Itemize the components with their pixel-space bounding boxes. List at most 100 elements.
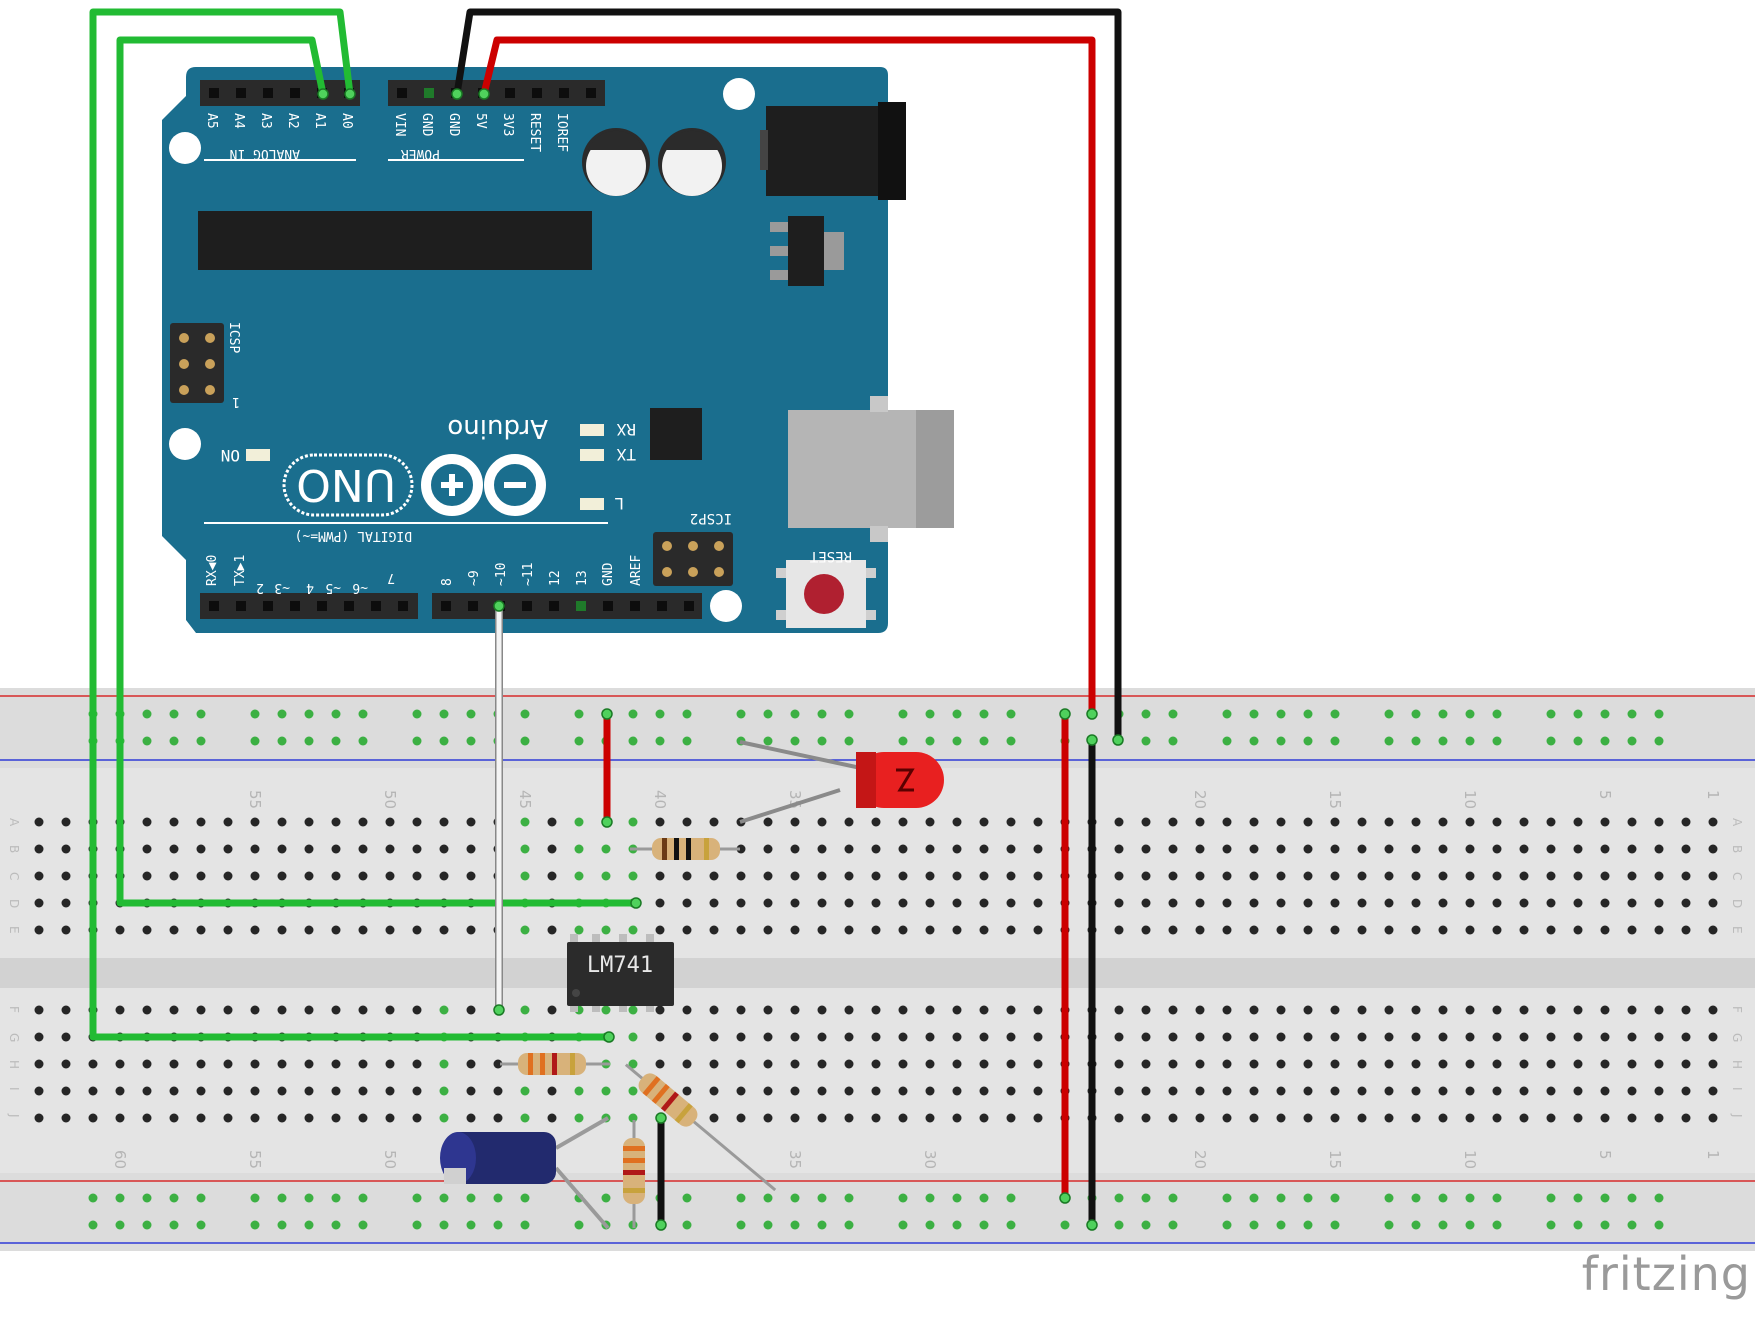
breadboard-hole	[1357, 817, 1367, 827]
breadboard-hole	[925, 1220, 935, 1230]
wire-endpoint[interactable]	[1112, 734, 1124, 746]
breadboard-hole	[1006, 1032, 1016, 1042]
breadboard-hole	[1168, 1220, 1178, 1230]
breadboard-hole	[979, 1113, 989, 1123]
header-pin[interactable]	[236, 601, 246, 611]
breadboard-hole	[790, 898, 800, 908]
breadboard-hole	[466, 736, 476, 746]
wire-endpoint[interactable]	[344, 88, 356, 100]
header-pin[interactable]	[290, 88, 300, 98]
wire-endpoint[interactable]	[493, 1004, 505, 1016]
header-pin[interactable]	[236, 88, 246, 98]
breadboard-hole	[1654, 709, 1664, 719]
breadboard-hole	[574, 871, 584, 881]
header-pin[interactable]	[209, 601, 219, 611]
breadboard-hole	[142, 1086, 152, 1096]
wire-endpoint[interactable]	[478, 88, 490, 100]
wire-endpoint[interactable]	[317, 88, 329, 100]
header-pin[interactable]	[344, 601, 354, 611]
breadboard-hole	[736, 844, 746, 854]
wire-endpoint[interactable]	[601, 816, 613, 828]
breadboard-hole	[682, 1005, 692, 1015]
breadboard-hole	[169, 1220, 179, 1230]
header-pin[interactable]	[522, 601, 532, 611]
header-pin[interactable]	[317, 601, 327, 611]
arduino-uno: A5 A4 A3 A2 A1 A0 ANALOG IN VIN GND GND …	[162, 67, 954, 633]
header-pin[interactable]	[468, 601, 478, 611]
wire-endpoint[interactable]	[1086, 734, 1098, 746]
breadboard-hole	[844, 709, 854, 719]
wire-endpoint[interactable]	[655, 1219, 667, 1231]
wire-endpoint[interactable]	[1059, 1192, 1071, 1204]
pin-label: ~10	[494, 563, 509, 586]
breadboard-hole	[1546, 1220, 1556, 1230]
header-pin[interactable]	[371, 601, 381, 611]
header-pin[interactable]	[603, 601, 613, 611]
breadboard-hole	[1600, 1005, 1610, 1015]
wire-endpoint[interactable]	[1059, 708, 1071, 720]
breadboard-hole	[1006, 925, 1016, 935]
pin-label: GND	[601, 562, 616, 586]
header-pin[interactable]	[290, 601, 300, 611]
breadboard-hole	[952, 736, 962, 746]
analog-in-label: ANALOG IN	[230, 146, 300, 161]
header-pin[interactable]	[684, 601, 694, 611]
breadboard-hole	[1384, 898, 1394, 908]
breadboard-hole	[142, 871, 152, 881]
breadboard-hole	[115, 1220, 125, 1230]
icsp2-pin	[662, 567, 672, 577]
header-pin[interactable]	[397, 88, 407, 98]
breadboard-hole	[250, 736, 260, 746]
breadboard-hole	[547, 817, 557, 827]
header-pin[interactable]	[209, 88, 219, 98]
breadboard-hole	[925, 1086, 935, 1096]
wire-endpoint[interactable]	[601, 708, 613, 720]
breadboard-hole	[574, 817, 584, 827]
breadboard-hole	[1465, 1086, 1475, 1096]
breadboard-hole	[952, 844, 962, 854]
wire-endpoint[interactable]	[493, 600, 505, 612]
header-pin[interactable]	[549, 601, 559, 611]
wire-endpoint[interactable]	[655, 1112, 667, 1124]
header-pin[interactable]	[532, 88, 542, 98]
breadboard-hole	[115, 1113, 125, 1123]
breadboard-hole	[61, 1032, 71, 1042]
mounting-hole	[169, 132, 201, 164]
header-pin[interactable]	[263, 88, 273, 98]
breadboard-hole	[1573, 817, 1583, 827]
reset-cap[interactable]	[804, 574, 844, 614]
breadboard-hole	[1033, 1032, 1043, 1042]
breadboard-hole	[520, 1193, 530, 1203]
wire-endpoint[interactable]	[603, 1031, 615, 1043]
breadboard-hole	[142, 1005, 152, 1015]
header-pin[interactable]	[559, 88, 569, 98]
breadboard-hole	[790, 871, 800, 881]
breadboard-hole	[88, 1193, 98, 1203]
header-pin[interactable]	[398, 601, 408, 611]
header-pin[interactable]	[630, 601, 640, 611]
breadboard-hole	[1519, 925, 1529, 935]
reset-button[interactable]: RESET	[776, 548, 876, 628]
pin-label: ~6	[352, 580, 368, 595]
header-pin[interactable]	[586, 88, 596, 98]
breadboard-hole	[1195, 898, 1205, 908]
breadboard-hole	[601, 1005, 611, 1015]
wire-endpoint[interactable]	[1086, 1219, 1098, 1231]
header-pin[interactable]	[263, 601, 273, 611]
header-pin[interactable]	[424, 88, 434, 98]
breadboard-hole	[1168, 709, 1178, 719]
header-pin[interactable]	[576, 601, 586, 611]
col-num: 50	[381, 1150, 399, 1169]
wire-endpoint[interactable]	[1086, 708, 1098, 720]
breadboard-hole	[493, 1086, 503, 1096]
breadboard-hole	[1600, 1193, 1610, 1203]
header-pin[interactable]	[505, 88, 515, 98]
col-num: 10	[1461, 1150, 1479, 1169]
wire-endpoint[interactable]	[451, 88, 463, 100]
wire-endpoint[interactable]	[630, 897, 642, 909]
breadboard-hole	[925, 1059, 935, 1069]
header-pin[interactable]	[657, 601, 667, 611]
breadboard-hole	[1708, 1032, 1718, 1042]
header-pin[interactable]	[441, 601, 451, 611]
breadboard-hole	[466, 1193, 476, 1203]
